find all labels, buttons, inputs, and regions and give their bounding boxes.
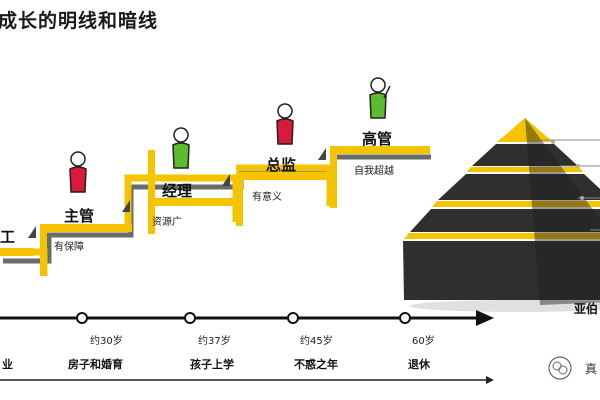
tread-2 — [148, 198, 238, 206]
step-subtitle-manager: 有保障 — [54, 242, 84, 253]
pyramid-band-1 — [467, 167, 583, 172]
age-label-4: 60岁 — [412, 336, 435, 347]
pyramid-tier-3 — [438, 174, 600, 200]
step-title-director: 总监 — [266, 156, 297, 174]
step-title-worker: 工 — [0, 228, 16, 246]
pyramid-band-3 — [404, 233, 600, 239]
figure-director — [276, 103, 294, 145]
callout-dot-3 — [580, 196, 584, 200]
tread-0 — [0, 248, 34, 256]
milestone-label-2: 孩子上学 — [190, 358, 234, 371]
corner-triangle-4 — [318, 148, 326, 160]
pyramid-tier-2 — [472, 144, 578, 166]
pyramid-band-2 — [432, 201, 600, 207]
tread-3 — [236, 172, 334, 180]
step-title-manager-2: 经理 — [162, 182, 193, 200]
pyramid-shadow — [410, 300, 600, 312]
figure-head — [277, 103, 293, 119]
age-label-1: 约30岁 — [90, 336, 123, 347]
pyramid — [403, 118, 600, 312]
figure-head — [70, 151, 86, 167]
milestone-label-1: 房子和婚育 — [68, 358, 123, 371]
timeline-arrowhead — [476, 310, 494, 326]
timeline-bottom-arrowhead — [486, 376, 494, 384]
step-subtitle-manager-2: 资源广 — [152, 217, 182, 228]
timeline-tick-1 — [76, 312, 88, 324]
figure-body — [69, 166, 87, 193]
pyramid-tier-1 — [497, 118, 553, 142]
timeline-tick-2 — [184, 312, 196, 324]
step-title-manager: 主管 — [64, 207, 95, 225]
timeline — [0, 310, 494, 384]
callout-dot-1 — [551, 140, 555, 144]
figure-body — [369, 92, 387, 119]
pyramid-label: 亚伯 — [574, 302, 599, 316]
milestone-label-0: 业 — [2, 358, 13, 371]
pyramid-tier-5 — [403, 241, 600, 300]
pyramid-right-face — [525, 118, 600, 305]
riser-2 — [148, 150, 155, 234]
tread-4 — [330, 146, 430, 154]
wechat-icon — [548, 356, 572, 380]
watermark-text: 真 — [585, 362, 598, 376]
corner-triangle-3 — [222, 174, 230, 186]
milestone-label-4: 退休 — [408, 358, 430, 371]
timeline-tick-3 — [287, 312, 299, 324]
figure-raised-arm — [383, 85, 391, 99]
callout-dot-2 — [576, 164, 580, 168]
corner-triangle-2 — [122, 200, 130, 212]
riser-3 — [236, 172, 243, 226]
corner-triangle-1 — [28, 226, 36, 238]
age-label-3: 约45岁 — [300, 336, 333, 347]
step-title-executive: 高管 — [362, 130, 393, 148]
figure-director-manager — [172, 127, 190, 169]
figure-body — [172, 142, 190, 169]
page-title: 成长的明线和暗线 — [0, 10, 159, 32]
figure-head — [173, 127, 189, 143]
step-subtitle-director: 有意义 — [252, 192, 282, 203]
tread-1 — [40, 224, 132, 232]
figure-manager — [69, 151, 87, 193]
timeline-tick-4 — [399, 312, 411, 324]
figure-head — [370, 77, 386, 93]
milestone-label-3: 不惑之年 — [294, 358, 338, 371]
riser-1 — [40, 228, 47, 276]
pyramid-tier-4 — [410, 209, 600, 232]
figure-executive — [369, 77, 391, 119]
step-subtitle-executive: 自我超越 — [354, 166, 394, 177]
figure-body — [276, 118, 294, 145]
career-staircase — [0, 146, 431, 276]
age-label-2: 约37岁 — [198, 336, 231, 347]
